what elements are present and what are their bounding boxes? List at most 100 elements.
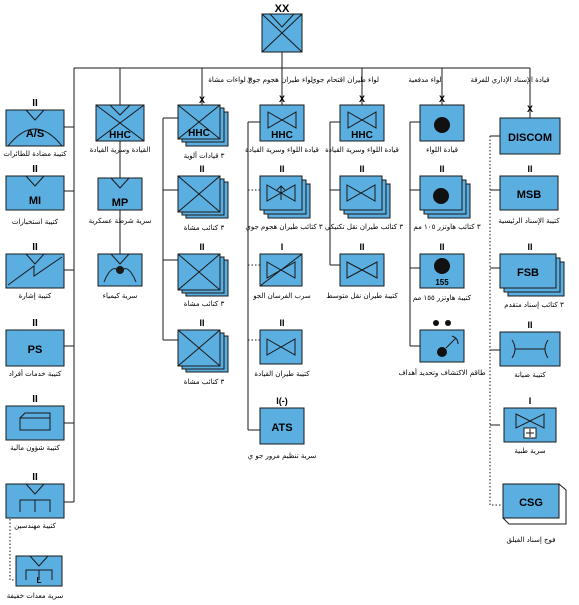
infantry-battalions-2-label: ٣ كتائب مشاة: [184, 300, 225, 308]
finance-battalion: II كتيبة شؤون مالية: [5, 394, 65, 452]
lightning-icon: [7, 256, 63, 286]
air-attack-brigade-hq: X HHC قيادة اللواء وسرية القيادة: [325, 94, 399, 154]
air-assault-hq-echelon: X: [279, 94, 285, 104]
air-attack-hq-abbr: HHC: [351, 130, 373, 141]
howitzer-155-echelon: II: [439, 242, 444, 252]
medical-echelon: I: [529, 396, 532, 406]
infantry-battalions-3-echelon: II: [199, 318, 204, 328]
air-wings-icon: [267, 111, 297, 129]
military-intelligence-battalion: II MI كتيبة استخبارات: [5, 164, 65, 226]
anti-aircraft-label: كتيبة مضادة للطائرات: [3, 150, 67, 158]
ats-abbr: ATS: [271, 422, 292, 434]
main-support-battalion: II MSB كتيبة الإسناد الرئيسية: [498, 164, 560, 225]
howitzer-105-battalions: II ٣ كتائب هاوتزر ١٠٥ مم: [413, 164, 480, 231]
military-intelligence-label: كتيبة استخبارات: [12, 218, 59, 226]
csg-label: فوج إسناد الفيلق: [507, 536, 556, 544]
air-traffic-services-company: I(-) ATS سرية تنظيم مرور جو ي: [248, 396, 317, 460]
anti-aircraft-battalion: II A/S كتيبة مضادة للطائرات: [3, 98, 67, 158]
fsb-echelon: II: [527, 242, 532, 252]
infantry-brigade-abbr: HHC: [188, 128, 210, 139]
attack-helo-echelon: II: [279, 164, 284, 174]
branch-label-air-attack: لواء طيران اقتحام جوي: [311, 76, 379, 84]
air-assault-brigade-hq: X HHC قيادة اللواء وسرية القيادة: [245, 94, 319, 154]
howitzer-155-abbr: 155: [435, 278, 449, 287]
howitzer-105-label: ٣ كتائب هاوتزر ١٠٥ مم: [413, 223, 480, 231]
division-hhc-abbr: HHC: [109, 130, 131, 141]
csg-abbr: CSG: [519, 497, 543, 509]
finance-echelon: II: [32, 394, 38, 405]
tactical-transport-battalions: II ٣ كتائب طيران نقل تكتيكي: [325, 164, 403, 231]
infantry-brigade-echelon: X: [199, 95, 205, 105]
anti-aircraft-abbr: A/S: [26, 128, 44, 140]
air-attack-hq-label: قيادة اللواء وسرية القيادة: [325, 146, 399, 154]
personnel-services-echelon: II: [32, 318, 38, 329]
medium-transport-label: كتيبة طيران نقل متوسط: [326, 292, 398, 300]
medium-transport-echelon: II: [359, 242, 364, 252]
target-acquisition-label: طاقم الاكتشاف وتحديد أهداف: [398, 368, 485, 377]
personnel-services-label: كتيبة خدمات أفراد: [9, 369, 62, 378]
discom-hq: X DISCOM: [499, 104, 561, 155]
fsb-abbr: FSB: [517, 267, 539, 279]
chemical-company: سرية كيمياء: [97, 253, 143, 300]
infantry-battalions-2-echelon: II: [199, 242, 204, 252]
anti-aircraft-echelon: II: [32, 98, 38, 109]
branch-label-discom: قيادة الإسناد الإداري للفرقة: [470, 76, 549, 84]
corps-support-group: CSG فوج إسناد الفيلق: [502, 483, 567, 544]
infantry-battalions-1: II ٣ كتائب مشاة: [177, 164, 229, 232]
target-acquisition-team: طاقم الاكتشاف وتحديد أهداف: [398, 320, 486, 377]
signal-echelon: II: [32, 242, 38, 253]
engineer-battalion: II كتيبة مهندسين: [5, 472, 65, 530]
wrench-icon: [511, 339, 549, 359]
infantry-battalions-3: II ٣ كتائب مشاة: [177, 318, 229, 386]
air-cavalry-label: سرب الفرسان الجو: [252, 292, 311, 300]
discom-echelon: X: [527, 104, 533, 114]
msb-echelon: II: [527, 164, 532, 174]
air-cavalry-echelon: I: [281, 242, 284, 252]
chemical-label: سرية كيمياء: [103, 292, 138, 300]
radar-icon: [445, 335, 459, 349]
howitzer-155-label: كتيبة هاوتزر ١٥٥ مم: [413, 294, 472, 302]
ats-label: سرية تنظيم مرور جو ي: [248, 452, 317, 460]
infantry-brigade-label: ٣ قيادات ألوية: [184, 151, 225, 160]
air-assault-hq-abbr: HHC: [271, 130, 293, 141]
personnel-services-abbr: PS: [28, 344, 43, 356]
signal-battalion: II كتيبة إشارة: [5, 242, 65, 300]
branch-label-air-assault: لواء طيران هجوم جوي: [247, 76, 313, 84]
military-police-abbr: MP: [112, 197, 129, 209]
medical-cross-icon: [526, 429, 534, 437]
medical-company: I سرية طبية: [503, 396, 557, 455]
air-attack-hq-echelon: X: [359, 94, 365, 104]
forward-support-battalions: II FSB ٣ كتائب إسناد متقدم: [499, 242, 565, 309]
infantry-battalions-1-echelon: II: [199, 164, 204, 174]
branch-label-infantry: ٣ لواءات مشاة: [208, 76, 252, 84]
command-aviation-echelon: II: [279, 318, 284, 328]
artillery-hq-echelon: X: [439, 94, 445, 104]
artillery-hq-label: قيادة اللواء: [426, 146, 458, 154]
air-cavalry-squadron: I سرب الفرسان الجو: [252, 242, 311, 300]
medical-label: سرية طبية: [514, 447, 545, 455]
maintenance-echelon: II: [527, 320, 532, 330]
branch-label-artillery: لواء مدفعية: [408, 76, 441, 84]
signal-label: كتيبة إشارة: [19, 292, 52, 300]
maintenance-label: كتيبة صيانة: [514, 371, 546, 379]
engineer-icon: [19, 499, 51, 512]
military-intelligence-echelon: II: [32, 164, 38, 175]
air-assault-hq-label: قيادة اللواء وسرية القيادة: [245, 146, 319, 154]
engineer-echelon: II: [32, 472, 38, 483]
finance-icon: [19, 412, 51, 431]
maintenance-battalion: II كتيبة صيانة: [499, 320, 561, 379]
tactical-transport-echelon: II: [359, 164, 364, 174]
howitzer-105-echelon: II: [439, 164, 444, 174]
fsb-label: ٣ كتائب إسناد متقدم: [504, 301, 564, 309]
medium-transport-battalion: II كتيبة طيران نقل متوسط: [326, 242, 398, 300]
ats-echelon: I(-): [276, 396, 288, 406]
infantry-battalions-3-label: ٣ كتائب مشاة: [184, 378, 225, 386]
infantry-battalions-2: II ٣ كتائب مشاة: [177, 242, 229, 308]
discom-abbr: DISCOM: [508, 132, 552, 144]
infantry-brigade-hq: X HHC ٣ قيادات ألوية: [177, 95, 229, 160]
attack-helicopter-battalions: II ٣ كتائب طيران هجوم جوي: [245, 164, 323, 231]
artillery-dot-icon: [434, 117, 450, 133]
command-aviation-battalion: II كتيبة طيران القيادة: [254, 318, 310, 378]
msb-abbr: MSB: [517, 189, 542, 201]
